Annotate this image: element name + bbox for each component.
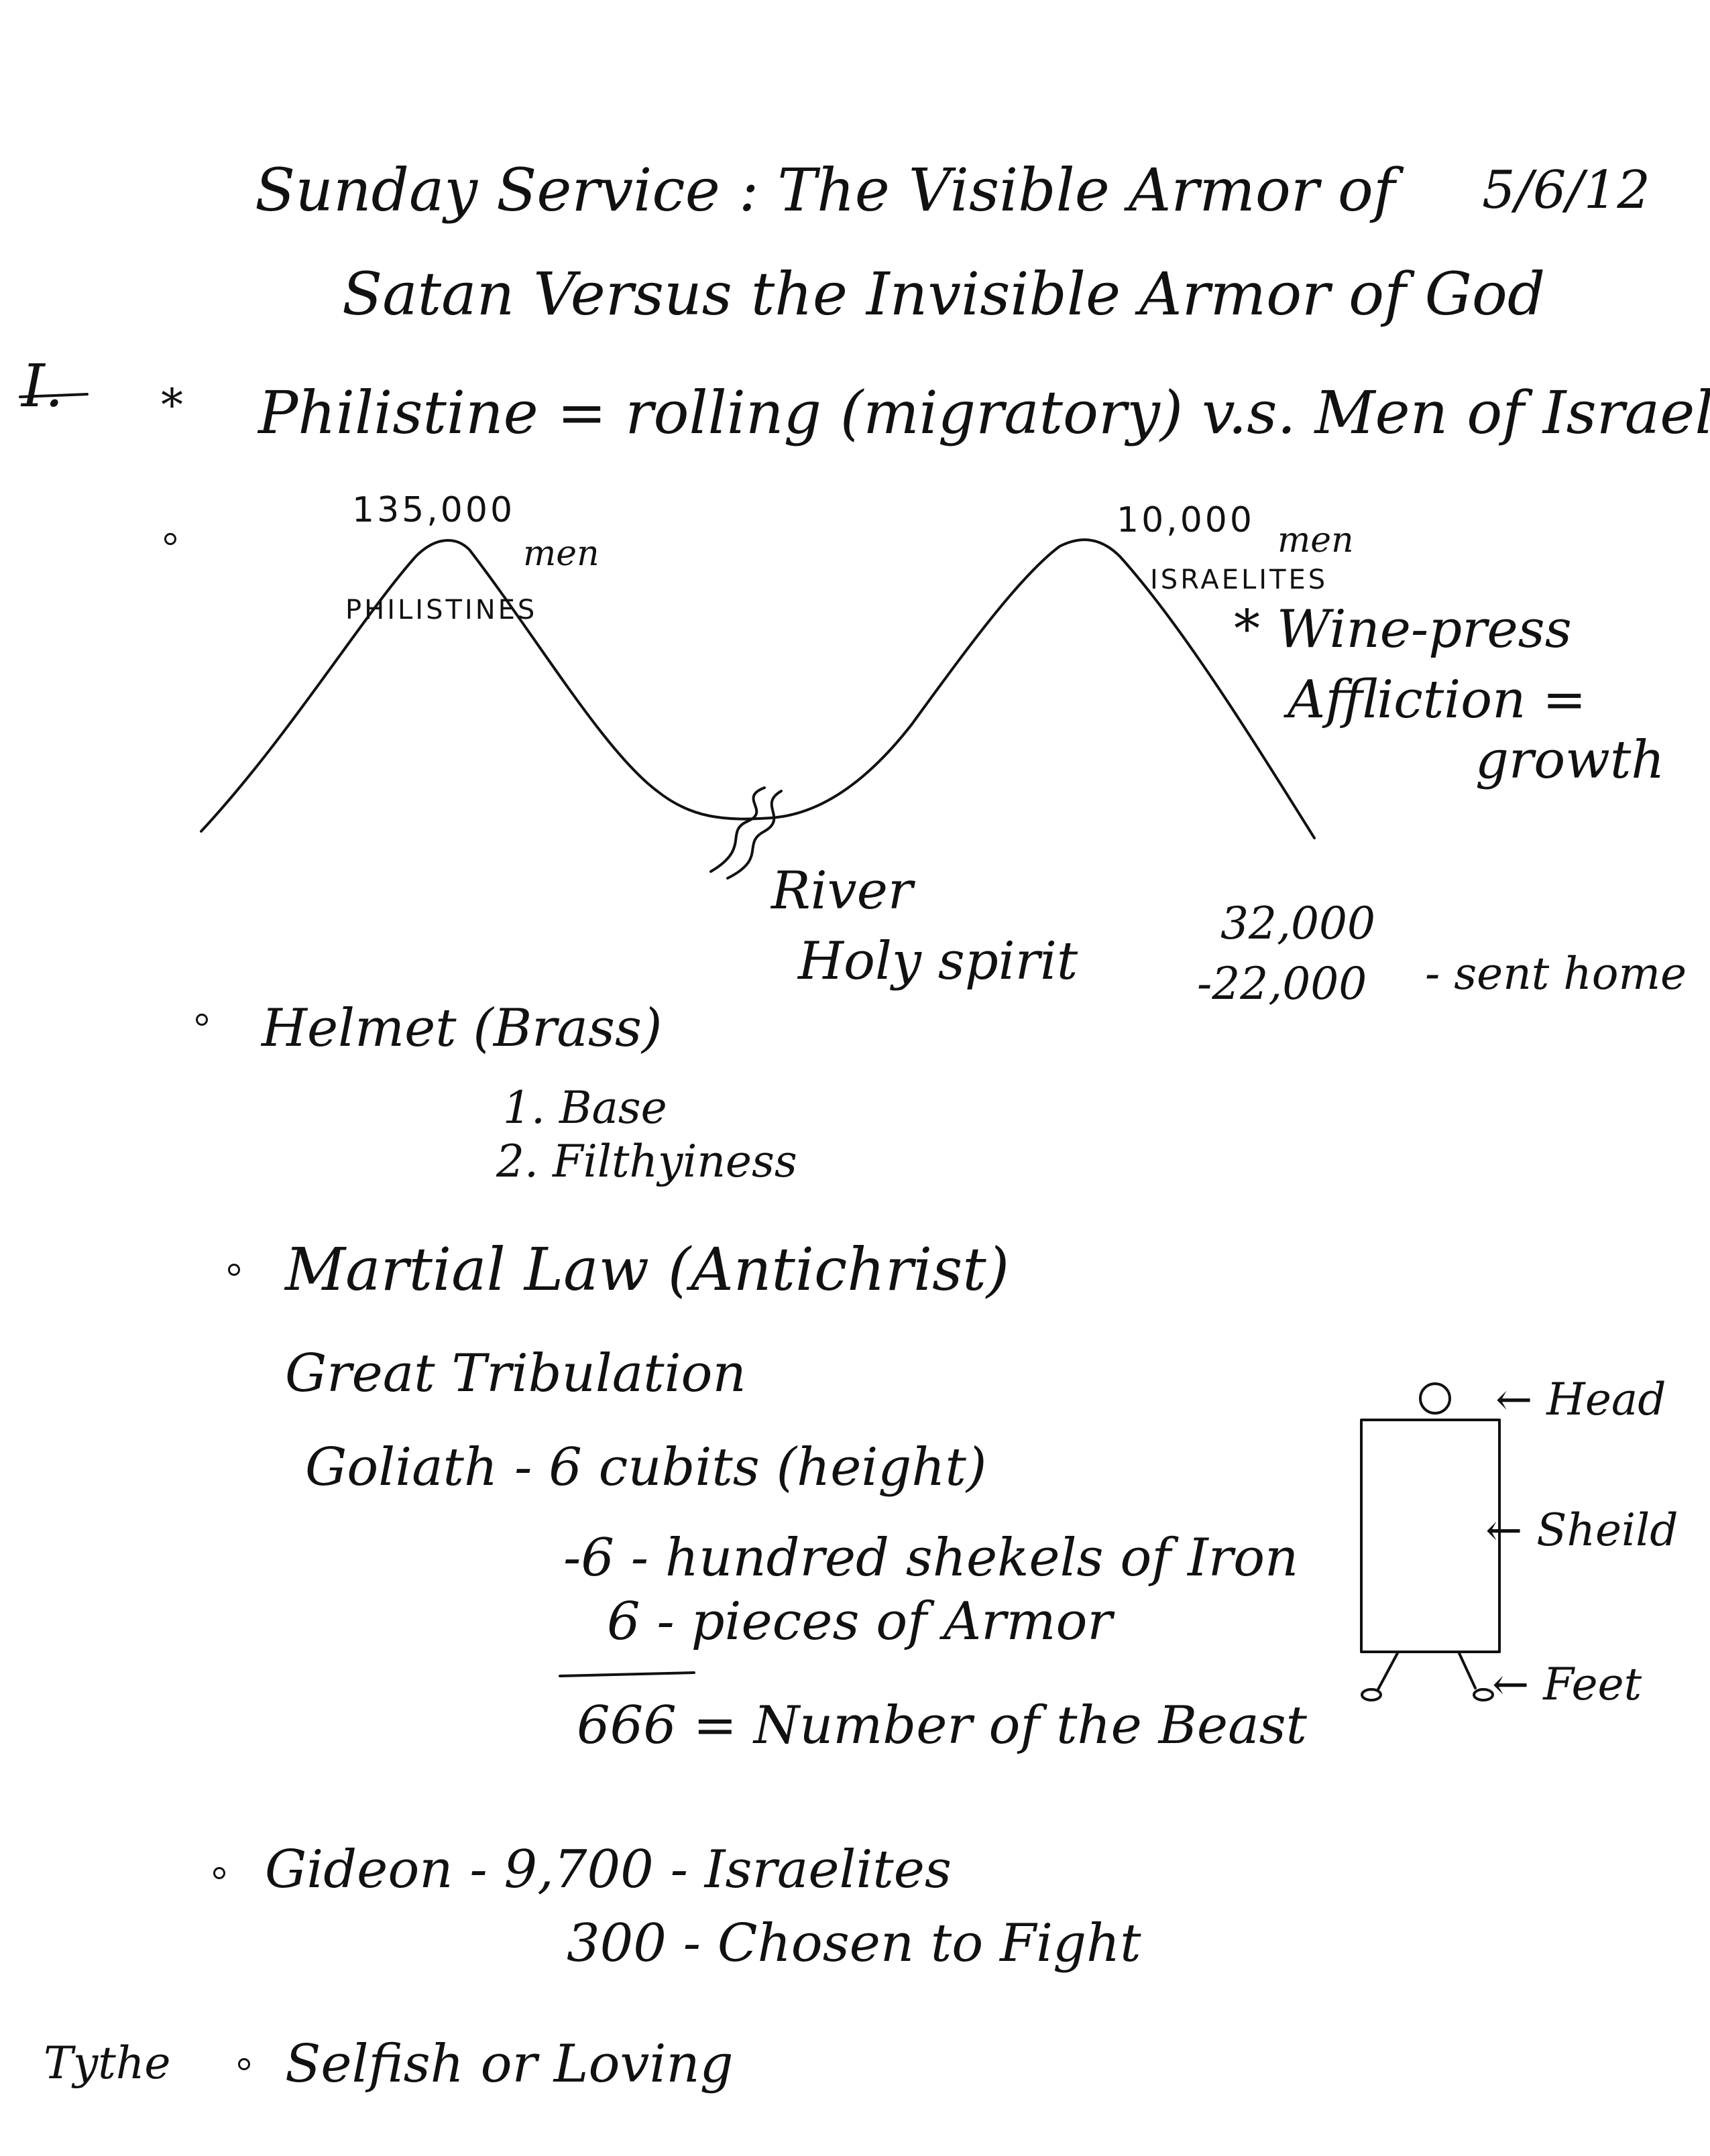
date: 5/6/12 — [1482, 160, 1651, 221]
right-count: 10,000 — [1117, 500, 1255, 540]
figure-foot-right — [1473, 1688, 1494, 1701]
affliction-note: Affliction = — [1288, 670, 1587, 730]
tithe-line: Selfish or Loving — [285, 2034, 734, 2094]
count-32000: 32,000 — [1220, 898, 1375, 949]
left-count: 135,000 — [352, 490, 516, 530]
goliath-shekels: -6 - hundred shekels of Iron — [563, 1528, 1299, 1588]
figure-head — [1419, 1382, 1451, 1415]
figure-head-label: ← Head — [1495, 1374, 1666, 1425]
figure-leg-right — [1457, 1651, 1477, 1689]
goliath-line: Goliath - 6 cubits (height) — [305, 1437, 987, 1498]
title-line-1: Sunday Service : The Visible Armor of — [255, 156, 1395, 225]
bullet-dot — [196, 1014, 208, 1026]
section-marker-underline — [19, 393, 89, 398]
tythe-label: Tythe — [44, 2037, 171, 2089]
helmet-item-2: 2. Filthyiness — [496, 1136, 797, 1187]
gideon-line-1: Gideon - 9,700 - Israelites — [265, 1840, 952, 1900]
star-icon: * — [161, 379, 183, 431]
count-22000: -22,000 — [1197, 958, 1367, 1010]
figure-shield — [1360, 1419, 1501, 1653]
helmet-item-1: 1. Base — [503, 1082, 667, 1134]
left-label: PHILISTINES — [345, 595, 538, 625]
section-marker: I. — [21, 351, 64, 420]
holy-spirit-label: Holy spirit — [798, 931, 1078, 992]
river-squiggle — [709, 786, 766, 873]
bullet-dot — [238, 2058, 250, 2070]
winepress-note: * Wine-press — [1234, 599, 1572, 660]
great-tribulation: Great Tribulation — [285, 1343, 746, 1404]
right-label: ISRAELITES — [1150, 564, 1328, 595]
divider-line — [559, 1671, 695, 1677]
river-squiggle-2 — [726, 790, 783, 880]
figure-shield-label: ← Sheild — [1485, 1504, 1678, 1556]
figure-foot-left — [1361, 1688, 1382, 1701]
mountain-ridge-line — [200, 538, 1316, 839]
bullet-dot — [164, 533, 176, 545]
river-label: River — [771, 861, 913, 921]
gideon-line-2: 300 - Chosen to Fight — [567, 1913, 1141, 1974]
bullet-dot — [228, 1264, 240, 1276]
heading-philistine: Philistine = rolling (migratory) v.s. Me… — [258, 378, 1710, 447]
bullet-dot — [213, 1867, 225, 1879]
right-men: men — [1277, 520, 1354, 560]
sent-home-note: - sent home — [1425, 948, 1687, 1000]
growth-note: growth — [1475, 730, 1665, 790]
title-line-2: Satan Versus the Invisible Armor of God — [342, 259, 1546, 328]
goliath-armor: 6 - pieces of Armor — [607, 1592, 1113, 1652]
figure-leg-left — [1377, 1651, 1400, 1691]
helmet-heading: Helmet (Brass) — [262, 998, 663, 1059]
martial-law-heading: Martial Law (Antichrist) — [285, 1235, 1010, 1304]
number-of-beast: 666 = Number of the Beast — [577, 1695, 1307, 1756]
left-men: men — [523, 534, 600, 574]
figure-feet-label: ← Feet — [1492, 1659, 1642, 1710]
